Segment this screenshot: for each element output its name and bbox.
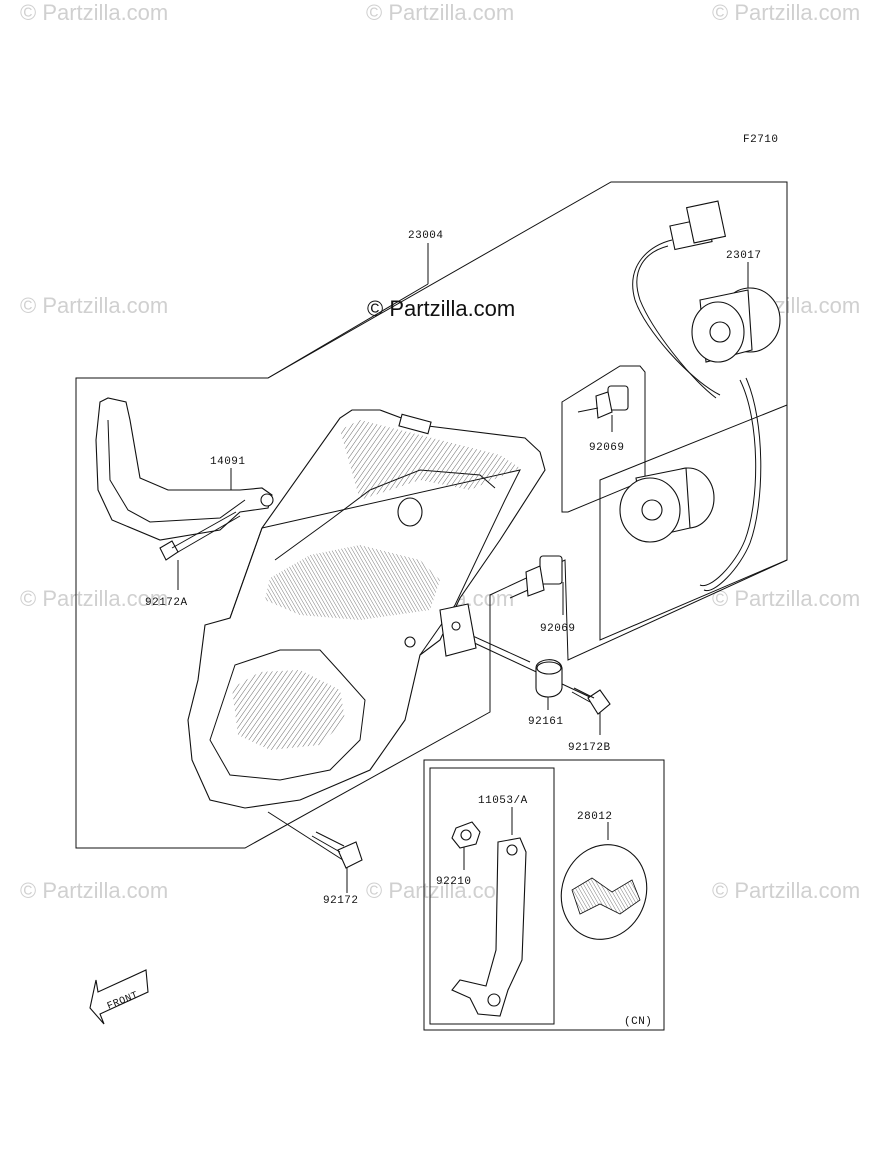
grommet-92161[interactable] [535, 659, 563, 698]
socket-box [599, 404, 788, 641]
watermark-mid-left: © Partzilla.com [20, 293, 168, 318]
watermark-row3-left: © Partzilla.com [20, 586, 168, 611]
bulb-92069-upper[interactable] [577, 385, 629, 419]
watermark-row3-right: © Partzilla.com [712, 586, 860, 611]
callout-92210[interactable]: 92210 [436, 876, 472, 888]
cn-option-box [423, 759, 665, 1031]
watermark-top-center: © Partzilla.com [366, 0, 514, 25]
callout-23017[interactable]: 23017 [726, 250, 762, 262]
nut-92210[interactable] [451, 821, 481, 849]
center-watermark: © Partzilla.com [367, 296, 515, 321]
watermark-row4-left: © Partzilla.com [20, 878, 168, 903]
watermark-row4-center: © Partzilla.com [366, 878, 514, 903]
bolt-92172[interactable] [311, 831, 363, 869]
front-direction-marker: FRONT [89, 969, 149, 1025]
screw-92172a[interactable] [159, 511, 241, 561]
bulb-box-upper [561, 365, 646, 513]
callout-92161[interactable]: 92161 [528, 716, 564, 728]
callout-23004[interactable]: 23004 [408, 230, 444, 242]
figure-code: F2710 [743, 134, 779, 146]
reflector-28012[interactable] [548, 833, 660, 952]
callout-92069-upper[interactable]: 92069 [589, 442, 625, 454]
callout-92172a[interactable]: 92172A [145, 597, 188, 609]
callout-11053a[interactable]: 11053/A [478, 795, 528, 807]
watermark-top-left: © Partzilla.com [20, 0, 168, 25]
region-note-cn: (CN) [624, 1016, 652, 1028]
callout-92069-lower[interactable]: 92069 [540, 623, 576, 635]
assembly-outline [75, 181, 788, 849]
callout-28012[interactable]: 28012 [577, 811, 613, 823]
callout-14091[interactable]: 14091 [210, 456, 246, 468]
callout-labels: 23004 23017 14091 92069 92069 92172A 921… [145, 230, 762, 1028]
bolt-92172b[interactable] [571, 687, 611, 715]
bracket-11053a[interactable] [451, 837, 527, 1017]
bulb-92069-lower[interactable] [509, 555, 563, 599]
headlight-housing[interactable] [187, 409, 546, 809]
side-cover-14091[interactable] [95, 397, 274, 541]
callout-92172b[interactable]: 92172B [568, 742, 611, 754]
watermark-top-right: © Partzilla.com [712, 0, 860, 25]
watermark-row4-right: © Partzilla.com [712, 878, 860, 903]
callout-92172[interactable]: 92172 [323, 895, 359, 907]
socket-harness-23017[interactable] [619, 200, 781, 592]
cn-bracket-box [429, 767, 555, 1025]
